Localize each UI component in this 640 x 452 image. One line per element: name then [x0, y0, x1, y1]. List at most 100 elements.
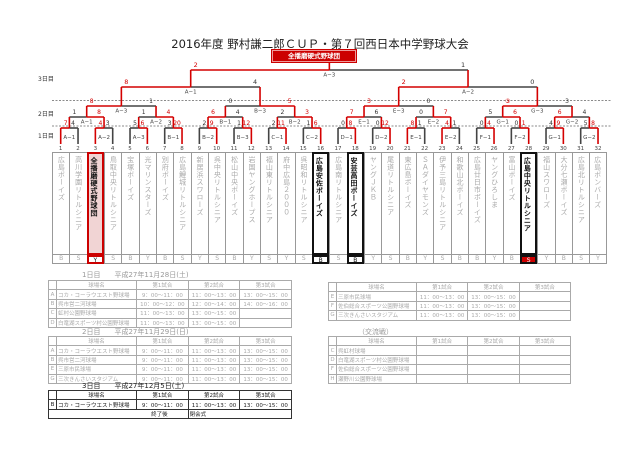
team-number: 13 [265, 146, 273, 152]
team-name: 広島北リトルシニア [571, 152, 590, 255]
court-letter: B [48, 399, 57, 410]
closing-row: 終了後閉会式 [48, 408, 293, 420]
table-row: C 呉虹村球場 [328, 345, 572, 356]
team-league: Y [242, 255, 260, 264]
team-name: 全播磨硬式野球団 [86, 152, 104, 255]
match-label: C−2 [306, 135, 318, 141]
day1-schedule-table: 球場名第1試合第2試合第3試合 A コカ・コーラウエスト野球場 9：00～11：… [48, 279, 292, 328]
team-name: 宝塚ボーイズ [121, 152, 139, 255]
match-score: 6 [211, 109, 215, 116]
team-league: S [381, 255, 399, 264]
game3-time [518, 364, 572, 375]
court-letter: F [328, 364, 337, 375]
game2-time [467, 373, 520, 384]
team-name: 大分七瀬ボーイズ [554, 152, 572, 255]
court-letter: D [48, 317, 57, 328]
game3-time [518, 354, 572, 366]
team-name: 和歌山北ボーイズ [450, 152, 468, 255]
team-number: 24 [455, 146, 463, 152]
header-cell: 第2試合 [467, 281, 520, 293]
game1-time: 10：00～12：00 [136, 298, 189, 310]
match-label: F−1 [480, 135, 491, 141]
header-court [48, 389, 57, 401]
match-score: 20 [173, 120, 181, 127]
match-score: 12 [381, 120, 389, 127]
match-score: 4 [445, 120, 449, 127]
team-number: 9 [197, 146, 202, 152]
team-number: 19 [369, 146, 377, 152]
game1-time [415, 364, 469, 375]
team-name: 呉昭和リトルシニア [294, 152, 312, 255]
match-label: C−1 [271, 135, 283, 141]
team-name: ヤングＪＫＢ [363, 152, 382, 255]
match-score: 1 [452, 120, 456, 127]
match-score: 4 [549, 120, 553, 127]
match-score: 8 [97, 109, 101, 116]
team-number: 8 [180, 146, 184, 152]
match-score: 6 [140, 120, 144, 127]
team-number: 32 [594, 146, 602, 152]
game1-time: 9：00～11：00 [136, 364, 189, 375]
game2-time: 13：00～15：00 [467, 300, 520, 312]
day3-schedule-table: 球場名第1試合第2試合第3試合 B コカ・コーラウエスト野球場 9：00～11：… [48, 389, 293, 420]
match-score: 1 [72, 109, 76, 116]
game3-time: 13：00～15：00 [239, 364, 292, 375]
game3-time [518, 310, 572, 321]
game3-time [239, 317, 292, 328]
team-league: S [103, 255, 122, 264]
venue-name: 呉市営二河球場 [56, 298, 137, 310]
match-score: ③ [505, 98, 510, 105]
match-score: 6 [513, 109, 517, 116]
day3-heading: 3日目 平成27年12月5日(土) [82, 381, 184, 391]
table-row: B コカ・コーラウエスト野球場 9：00～11：00 11：00～13：00 1… [48, 399, 292, 410]
team-number: 11 [230, 146, 238, 152]
team-name: ＳＡダイヤモンズ [415, 152, 434, 255]
match-label: E−1 [358, 120, 370, 126]
team-league: S [519, 255, 538, 264]
team-name: 府中広島２０００ [277, 152, 295, 255]
team-name: 東広島ボーイズ [398, 152, 416, 255]
match-score: 4 [98, 120, 102, 127]
venue-name: コカ・コーラウエスト野球場 [56, 345, 137, 356]
match-label: A−3 [115, 109, 127, 115]
team-league: Y [537, 255, 555, 264]
team-name: 尾道リトルシニア [381, 152, 399, 255]
match-label: B−3 [237, 135, 249, 141]
team-name: 岩国ヤングホープス [242, 152, 260, 255]
game1-time [415, 373, 469, 384]
header-cell: 球場名 [56, 389, 137, 401]
match-score: 8 [410, 120, 414, 127]
team-league: Y [363, 255, 382, 264]
match-score: 4 [253, 78, 257, 86]
team-number: 27 [507, 146, 515, 152]
header-court [48, 279, 57, 291]
match-score: 0 [419, 109, 423, 116]
match-score: 4 [71, 120, 75, 127]
team-league: S [329, 255, 347, 264]
header-cell: 第2試合 [467, 335, 520, 347]
team-number: 4 [110, 146, 115, 152]
court-letter: C [48, 308, 57, 319]
match-score: 8 [124, 78, 128, 86]
team-league: B [121, 255, 139, 264]
team-league: B [502, 255, 520, 264]
team-number: 25 [473, 146, 481, 152]
day3-date: 平成27年12月5日(土) [114, 382, 185, 390]
game1-time [415, 354, 469, 366]
team-number: 17 [334, 146, 342, 152]
match-label: G−3 [531, 109, 544, 115]
table-row: A コカ・コーラウエスト野球場 9：00～11：00 11：00～13：00 1… [48, 345, 292, 356]
match-score: 8 [90, 98, 94, 105]
match-score: 2 [402, 78, 406, 86]
game1-time: 11：00～13：00 [415, 310, 469, 321]
game2-time: 11：00～13：00 [187, 345, 241, 356]
match-label: G−2 [566, 120, 578, 126]
team-number: 7 [162, 146, 167, 152]
